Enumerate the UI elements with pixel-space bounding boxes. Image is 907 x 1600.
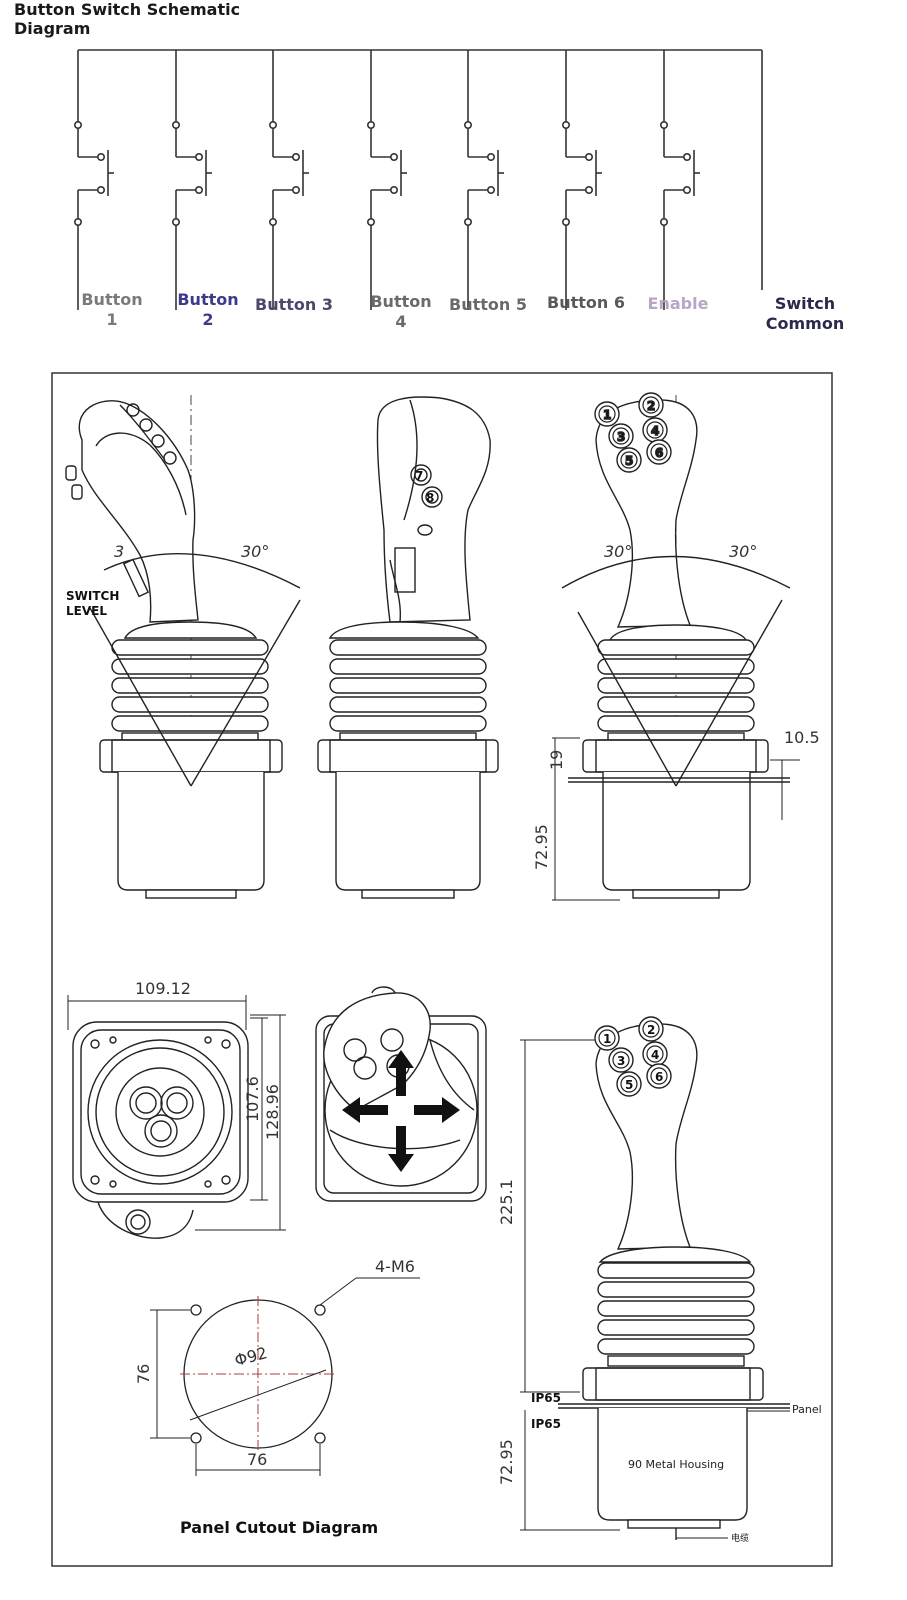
grip-button-6-number: 6 xyxy=(655,1070,663,1084)
schematic-label-button-2: Button 2 xyxy=(177,290,239,329)
grip-button-2-number: 2 xyxy=(647,399,655,413)
joystick-bottom-view xyxy=(67,995,286,1239)
grip-button-1-number: 1 xyxy=(603,408,611,422)
grip-button-5-number: 5 xyxy=(625,454,633,468)
schematic-label-button-5: Button 5 xyxy=(449,295,527,314)
grip-top-buttons: 1 2 3 4 5 6 xyxy=(594,392,672,473)
dim-107-6: 107.6 xyxy=(243,1076,262,1122)
grip-button-3-number: 3 xyxy=(617,1054,625,1068)
joystick-side-view xyxy=(65,395,301,899)
schematic-label-button-3: Button 3 xyxy=(255,295,333,314)
grip-button-3-number: 3 xyxy=(617,430,625,444)
dim-10-5: 10.5 xyxy=(784,728,820,747)
joystick-front-view: 1 2 3 4 5 6 xyxy=(552,392,800,901)
grip-button-1-number: 1 xyxy=(603,1032,611,1046)
dim-225-1: 225.1 xyxy=(497,1179,516,1225)
schematic-label-button-6: Button 6 xyxy=(547,293,625,312)
dim-72-95-bottom: 72.95 xyxy=(497,1439,516,1485)
side-button-8-label: 8 xyxy=(426,491,434,505)
schematic-label-button-4: Button 4 xyxy=(370,292,432,331)
drawing-frame xyxy=(51,372,833,1567)
dim-76-horizontal: 76 xyxy=(247,1450,267,1469)
grip-button-4-number: 4 xyxy=(651,1048,659,1062)
dim-128-96: 128.96 xyxy=(263,1084,282,1140)
dim-phi92: Φ92 xyxy=(233,1343,270,1370)
dim-109-12: 109.12 xyxy=(135,979,191,998)
ip65-label-b: IP65 xyxy=(531,1417,561,1431)
dim-76-vertical: 76 xyxy=(134,1364,153,1384)
panel-label: Panel xyxy=(792,1403,822,1416)
grip-button-4-number: 4 xyxy=(651,424,659,438)
angle-right-label-1: 30° xyxy=(241,542,269,561)
grip-top-buttons: 1 2 3 4 5 6 xyxy=(594,1016,672,1097)
cable-label: 电缆 xyxy=(731,1532,749,1544)
panel-cutout xyxy=(150,1277,420,1476)
grip-button-5-number: 5 xyxy=(625,1078,633,1092)
grip-button-6-number: 6 xyxy=(655,446,663,460)
side-button-7-label: 7 xyxy=(415,469,423,483)
dim-4-m6: 4-M6 xyxy=(375,1257,415,1276)
schematic-label-switch-common: Switch Common xyxy=(765,294,845,333)
housing-label: 90 Metal Housing xyxy=(628,1458,724,1471)
dim-19: 19 xyxy=(547,750,566,770)
panel-cutout-caption: Panel Cutout Diagram xyxy=(180,1518,379,1537)
schematic-title: Button Switch Schematic Diagram xyxy=(14,0,241,38)
schematic-label-enable: Enable xyxy=(647,294,709,313)
joystick-motion-view xyxy=(315,986,487,1202)
dim-72-95-top: 72.95 xyxy=(532,824,551,870)
angle-right-label-3: 30° xyxy=(729,542,757,561)
button-switch-schematic xyxy=(74,49,763,310)
grip-button-2-number: 2 xyxy=(647,1023,655,1037)
motion-arrows xyxy=(342,1050,460,1172)
joystick-rear-view xyxy=(317,396,499,899)
schematic-label-button-1: Button 1 xyxy=(81,290,143,329)
angle-left-partial-label: 3 xyxy=(114,542,124,561)
ip65-label-a: IP65 xyxy=(531,1391,561,1405)
angle-left-label-3: 30° xyxy=(604,542,632,561)
